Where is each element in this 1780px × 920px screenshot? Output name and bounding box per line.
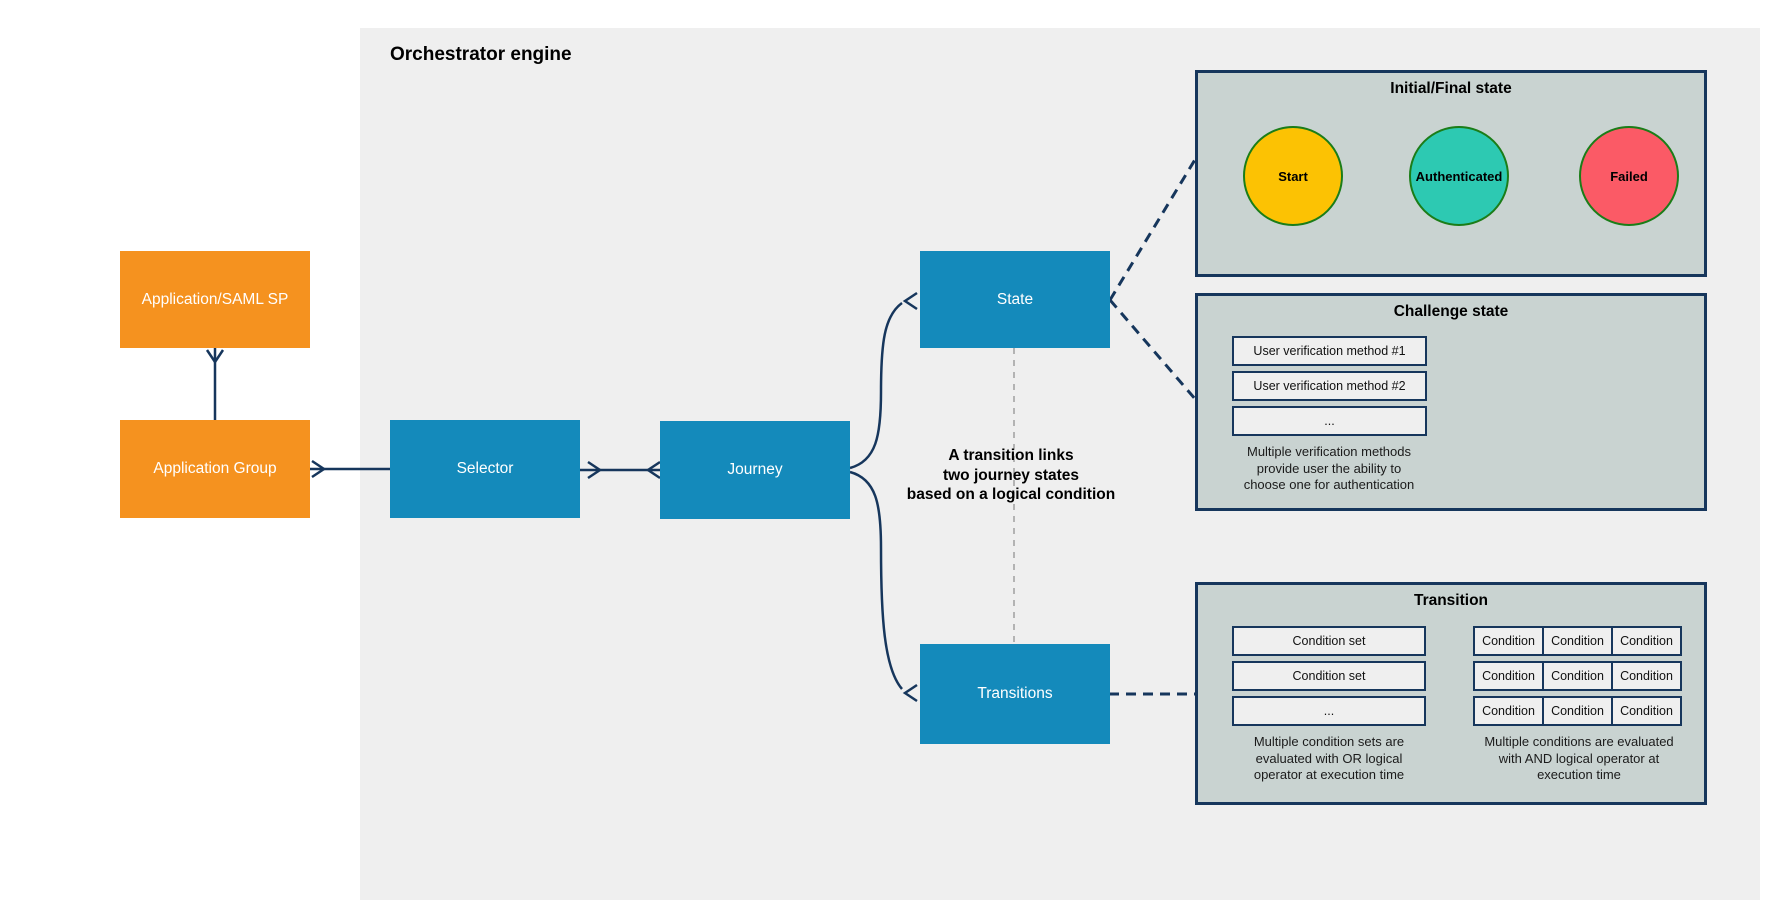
verification-method-1: User verification method #1 [1232, 336, 1427, 366]
panel-transition: Transition Condition set Condition set .… [1195, 582, 1707, 805]
state-circle-failed-label: Failed [1610, 168, 1648, 184]
condition-set-more: ... [1232, 696, 1426, 726]
condition-cell: Condition [1611, 661, 1682, 691]
condition-cell: Condition [1473, 696, 1544, 726]
node-application-group-label: Application Group [153, 460, 277, 477]
node-selector-label: Selector [456, 460, 514, 477]
node-journey-label: Journey [727, 461, 783, 478]
state-circle-start: Start [1243, 126, 1343, 226]
node-state: State [920, 251, 1110, 348]
condition-cell: Condition [1542, 626, 1613, 656]
transition-right-caption: Multiple conditions are evaluated with A… [1484, 734, 1674, 782]
condition-cell: Condition [1611, 626, 1682, 656]
transition-left-caption: Multiple condition sets are evaluated wi… [1253, 734, 1405, 782]
condition-grid-row-3: Condition Condition Condition [1473, 696, 1682, 726]
condition-cell: Condition [1473, 626, 1544, 656]
state-circle-start-label: Start [1278, 168, 1308, 184]
panel-challenge-state: Challenge state User verification method… [1195, 293, 1707, 511]
node-application-saml-sp: Application/SAML SP [120, 251, 310, 348]
verification-method-2: User verification method #2 [1232, 371, 1427, 401]
connector-appsp-appgroup [205, 348, 225, 420]
node-application-saml-sp-label: Application/SAML SP [141, 290, 289, 308]
state-circle-failed: Failed [1579, 126, 1679, 226]
panel-transition-title: Transition [1413, 592, 1489, 609]
node-selector: Selector [390, 420, 580, 518]
orchestrator-engine-title: Orchestrator engine [390, 44, 572, 65]
transition-note: A transition links two journey states ba… [906, 447, 1116, 503]
state-circle-authenticated: Authenticated [1409, 126, 1509, 226]
condition-cell: Condition [1611, 696, 1682, 726]
verification-method-more: ... [1232, 406, 1427, 436]
panel-challenge-title: Challenge state [1393, 303, 1509, 320]
condition-cell: Condition [1542, 696, 1613, 726]
condition-grid-row-1: Condition Condition Condition [1473, 626, 1682, 656]
condition-grid-row-2: Condition Condition Condition [1473, 661, 1682, 691]
condition-set-1: Condition set [1232, 626, 1426, 656]
state-circle-authenticated-label: Authenticated [1415, 168, 1503, 184]
node-journey: Journey [660, 421, 850, 519]
node-state-label: State [996, 290, 1034, 308]
condition-cell: Condition [1542, 661, 1613, 691]
panel-initial-final-title: Initial/Final state [1390, 80, 1512, 97]
node-application-group: Application Group [120, 420, 310, 518]
node-transitions: Transitions [920, 644, 1110, 744]
panel-initial-final-state: Initial/Final state Start Authenticated … [1195, 70, 1707, 277]
condition-cell: Condition [1473, 661, 1544, 691]
challenge-caption: Multiple verification methods provide us… [1243, 444, 1415, 492]
node-transitions-label: Transitions [977, 685, 1053, 702]
condition-set-2: Condition set [1232, 661, 1426, 691]
